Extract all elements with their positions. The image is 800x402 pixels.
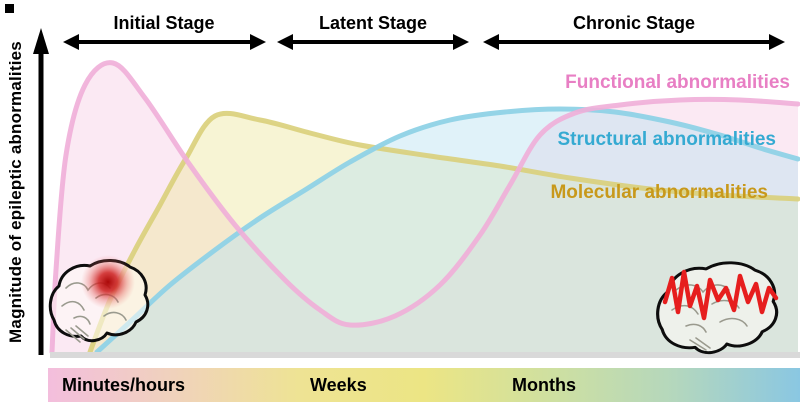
timeline-label-minutes-hours: Minutes/hours xyxy=(62,375,186,395)
initial-stage-arrow xyxy=(63,34,266,50)
molecular-curve-line xyxy=(87,110,800,355)
timeline-gradient-bar: Minutes/hours Weeks Months xyxy=(48,368,800,402)
stage-label-latent: Latent Stage xyxy=(318,13,428,33)
legend-functional-abnormalities: Functional abnormalities xyxy=(565,72,790,93)
y-axis-arrow xyxy=(33,28,49,355)
corner-mark xyxy=(5,4,14,13)
legend-molecular-abnormalities: Molecular abnormalities xyxy=(550,182,768,203)
stage-label-chronic: Chronic Stage xyxy=(572,13,696,33)
brain-seizure-focus-icon xyxy=(48,255,150,343)
functional-curve-area xyxy=(52,62,798,352)
molecular-curve-area xyxy=(90,113,798,352)
timeline-label-months: Months xyxy=(512,375,576,395)
chronic-stage-arrow xyxy=(483,34,785,50)
timeline-label-weeks: Weeks xyxy=(310,375,367,395)
brain-eeg-spikes-icon xyxy=(656,261,779,355)
structural-curve-area xyxy=(97,109,798,352)
stage-label-initial: Initial Stage xyxy=(113,13,215,33)
functional-curve-line xyxy=(49,60,800,355)
legend-structural-abnormalities: Structural abnormalities xyxy=(557,129,776,150)
x-axis-baseline xyxy=(50,352,800,358)
structural-curve-line xyxy=(94,106,800,355)
latent-stage-arrow xyxy=(277,34,469,50)
